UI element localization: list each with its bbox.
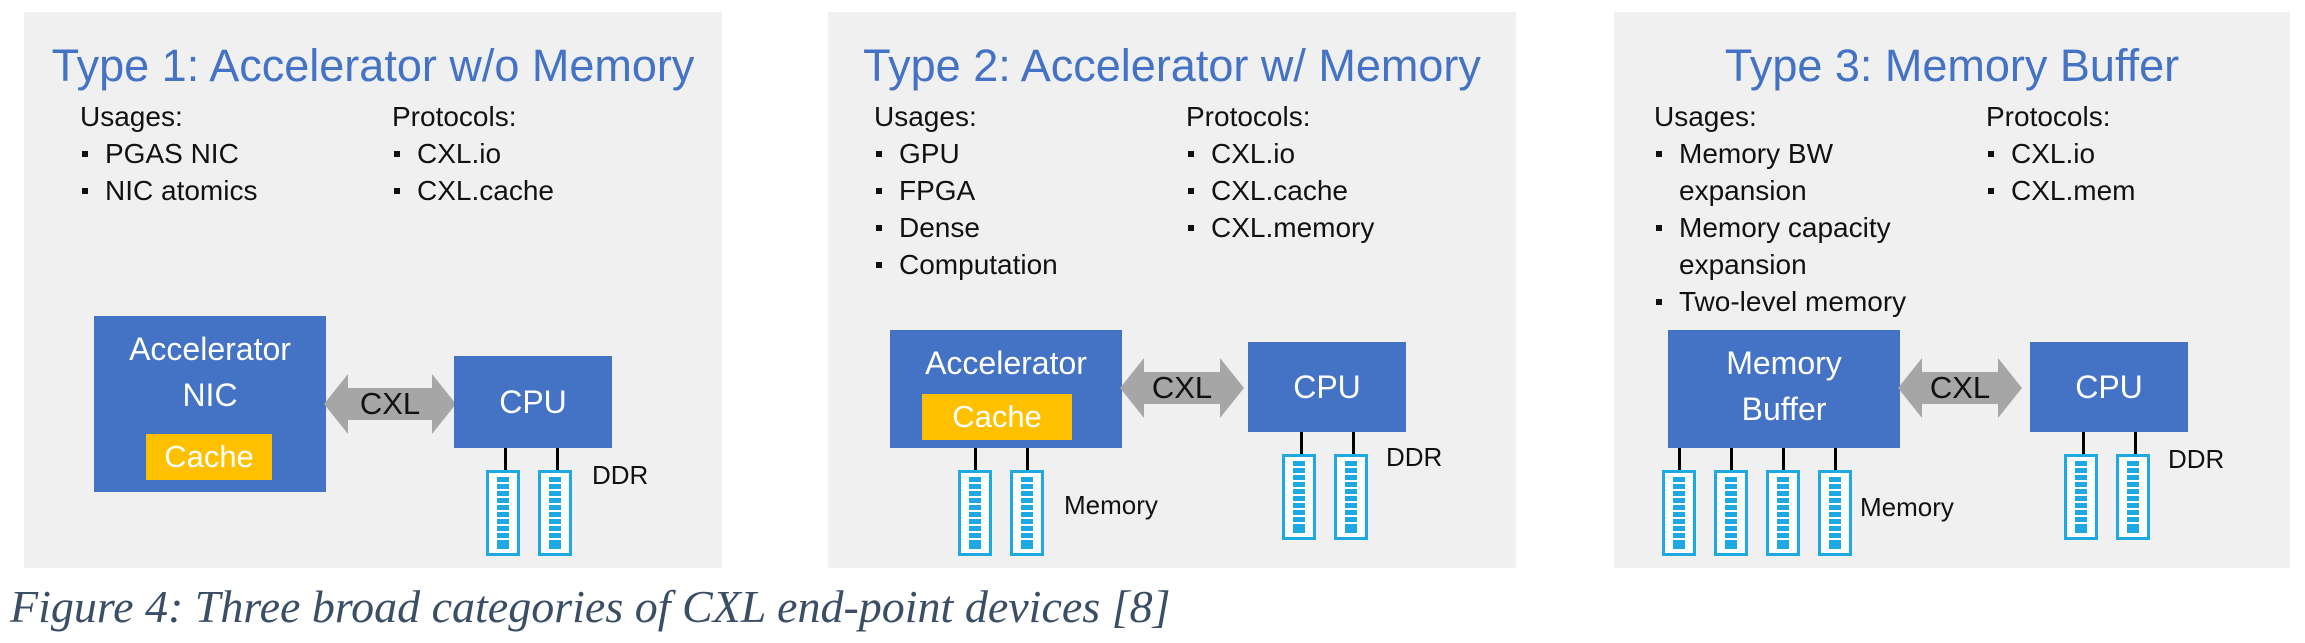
list-item: Memory BW expansion <box>1654 135 1899 209</box>
protocols-heading: Protocols: <box>1986 101 2111 132</box>
device-pins <box>1678 448 1888 470</box>
list-item: CXL.memory <box>1186 209 1436 246</box>
connector-pin <box>556 448 559 470</box>
panel-title: Type 2: Accelerator w/ Memory <box>863 40 1481 91</box>
memory-module-icon <box>486 470 520 556</box>
cpu-box: CPU <box>2030 342 2188 432</box>
type2-panel: Type 2: Accelerator w/ Memory Usages: GP… <box>828 12 1516 568</box>
ddr-label: DDR <box>2168 444 2225 474</box>
list-item: Two-level memory <box>1654 283 1944 320</box>
list-item: CXL.io <box>392 135 642 172</box>
memory-module-icon <box>1282 454 1316 540</box>
connector-pin <box>2134 432 2137 454</box>
double-arrow-icon <box>1898 358 2022 418</box>
memory-module-icon <box>1662 470 1696 556</box>
protocols-column: Protocols: CXL.io CXL.cache CXL.memory <box>1186 98 1436 246</box>
connector-pin <box>2082 432 2085 454</box>
list-item: PGAS NIC <box>80 135 330 172</box>
list-item: CXL.cache <box>392 172 642 209</box>
device-label: NIC <box>182 377 238 413</box>
connector-pin <box>504 448 507 470</box>
panel-title: Type 1: Accelerator w/o Memory <box>51 40 695 91</box>
usages-column: Usages: PGAS NIC NIC atomics <box>80 98 330 209</box>
connector-pin <box>974 448 977 470</box>
connector-pin <box>1026 448 1029 470</box>
usages-heading: Usages: <box>1654 101 1757 132</box>
protocols-heading: Protocols: <box>1186 101 1311 132</box>
list-item: Memory capacity expansion <box>1654 209 1939 283</box>
cpu-pins <box>1300 432 1380 454</box>
connector-pin <box>1678 448 1681 470</box>
list-item: Dense <box>874 209 1124 246</box>
memory-module-icon <box>1818 470 1852 556</box>
usages-column: Usages: Memory BW expansion Memory capac… <box>1654 98 1944 320</box>
device-label: Accelerator <box>129 331 291 367</box>
memory-module-icon <box>2116 454 2150 540</box>
memory-module-icon <box>1714 470 1748 556</box>
list-item: Computation <box>874 246 1124 283</box>
protocols-list: CXL.io CXL.mem <box>1986 135 2236 209</box>
device-label: Accelerator <box>925 345 1087 381</box>
list-item: CXL.mem <box>1986 172 2236 209</box>
accelerator-box: Accelerator <box>890 330 1122 448</box>
device-pins <box>974 448 1054 470</box>
list-item: CXL.cache <box>1186 172 1436 209</box>
ddr-label: DDR <box>1386 442 1443 472</box>
device-label: Buffer <box>1741 391 1827 427</box>
connector-pin <box>1834 448 1837 470</box>
usages-heading: Usages: <box>80 101 183 132</box>
cache-block: Cache <box>922 394 1072 440</box>
cxl-link: CXL <box>1898 358 2022 418</box>
connector-pin <box>1730 448 1733 470</box>
list-item: FPGA <box>874 172 1124 209</box>
list-item: CXL.io <box>1186 135 1436 172</box>
usages-list: GPU FPGA Dense Computation <box>874 135 1124 283</box>
list-item: GPU <box>874 135 1124 172</box>
double-arrow-icon <box>324 374 456 434</box>
cpu-box: CPU <box>1248 342 1406 432</box>
connector-pin <box>1782 448 1785 470</box>
cxl-label: CXL <box>1151 370 1213 405</box>
memory-module-icon <box>2064 454 2098 540</box>
usages-list: PGAS NIC NIC atomics <box>80 135 330 209</box>
memory-label: Memory <box>1064 490 1158 520</box>
panel-title: Type 3: Memory Buffer <box>1724 40 2180 91</box>
cxl-label: CXL <box>359 386 421 421</box>
memory-module-icon <box>1766 470 1800 556</box>
cxl-label: CXL <box>1929 370 1991 405</box>
cpu-box: CPU <box>454 356 612 448</box>
protocols-list: CXL.io CXL.cache CXL.memory <box>1186 135 1436 246</box>
usages-column: Usages: GPU FPGA Dense Computation <box>874 98 1124 283</box>
connector-pin <box>1300 432 1303 454</box>
list-item: CXL.io <box>1986 135 2236 172</box>
double-arrow-icon <box>1120 358 1244 418</box>
list-item: NIC atomics <box>80 172 330 209</box>
cache-block: Cache <box>146 434 272 480</box>
protocols-column: Protocols: CXL.io CXL.mem <box>1986 98 2236 209</box>
connector-pin <box>1352 432 1355 454</box>
usages-heading: Usages: <box>874 101 977 132</box>
figure-caption: Figure 4: Three broad categories of CXL … <box>10 581 1171 632</box>
cxl-link: CXL <box>324 374 456 434</box>
cpu-pins <box>504 448 584 470</box>
type1-panel: Type 1: Accelerator w/o Memory Usages: P… <box>24 12 722 568</box>
protocols-heading: Protocols: <box>392 101 517 132</box>
type3-panel: Type 3: Memory Buffer Usages: Memory BW … <box>1614 12 2290 568</box>
device-label: Memory <box>1726 345 1842 381</box>
protocols-column: Protocols: CXL.io CXL.cache <box>392 98 642 209</box>
cpu-pins <box>2082 432 2162 454</box>
memory-module-icon <box>1010 470 1044 556</box>
ddr-label: DDR <box>592 460 649 490</box>
memory-label: Memory <box>1860 492 1954 522</box>
memory-module-icon <box>958 470 992 556</box>
protocols-list: CXL.io CXL.cache <box>392 135 642 209</box>
memory-module-icon <box>1334 454 1368 540</box>
memory-buffer-box: Memory Buffer <box>1668 330 1900 448</box>
memory-module-icon <box>538 470 572 556</box>
cxl-link: CXL <box>1120 358 1244 418</box>
usages-list: Memory BW expansion Memory capacity expa… <box>1654 135 1944 320</box>
